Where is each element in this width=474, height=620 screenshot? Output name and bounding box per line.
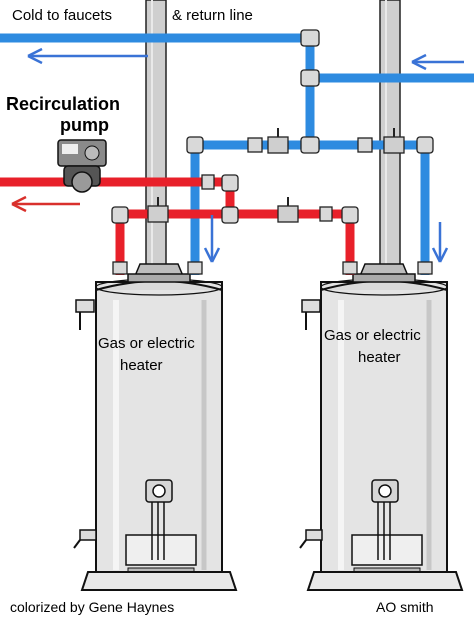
flow-arrow-down-right <box>431 222 449 263</box>
flow-arrow-down-left <box>203 215 221 263</box>
recirculation-pump-label-line1: Recirculation <box>6 94 120 114</box>
drain-valve-icon <box>73 529 97 549</box>
hot-water-piping <box>0 177 355 275</box>
flow-arrow-cold-out <box>27 47 148 65</box>
return-line-label: & return line <box>172 7 253 24</box>
gas-control-valve-icon <box>371 479 399 560</box>
water-heater-right <box>301 263 464 591</box>
drain-valve-icon <box>299 529 323 549</box>
gas-control-valve-icon <box>145 479 173 560</box>
credit-label: colorized by Gene Haynes <box>10 599 174 615</box>
brand-label: AO smith <box>376 599 434 615</box>
heater-left-label-line1: Gas or electric <box>98 335 195 352</box>
heater-left-label-line2: heater <box>120 357 163 374</box>
pipe-fittings <box>111 29 434 275</box>
heater-right-label-line2: heater <box>358 349 401 366</box>
flow-arrow-hot-out <box>11 195 80 213</box>
heater-right-label-line1: Gas or electric <box>324 327 421 344</box>
cold-to-faucets-label: Cold to faucets <box>12 7 112 24</box>
recirculation-pump-label-line2: pump <box>60 115 109 135</box>
water-heater-left <box>75 263 238 591</box>
flow-arrow-cold-in <box>411 53 464 71</box>
ball-valve-icon <box>147 128 405 223</box>
circulation-pump-icon <box>57 139 107 193</box>
